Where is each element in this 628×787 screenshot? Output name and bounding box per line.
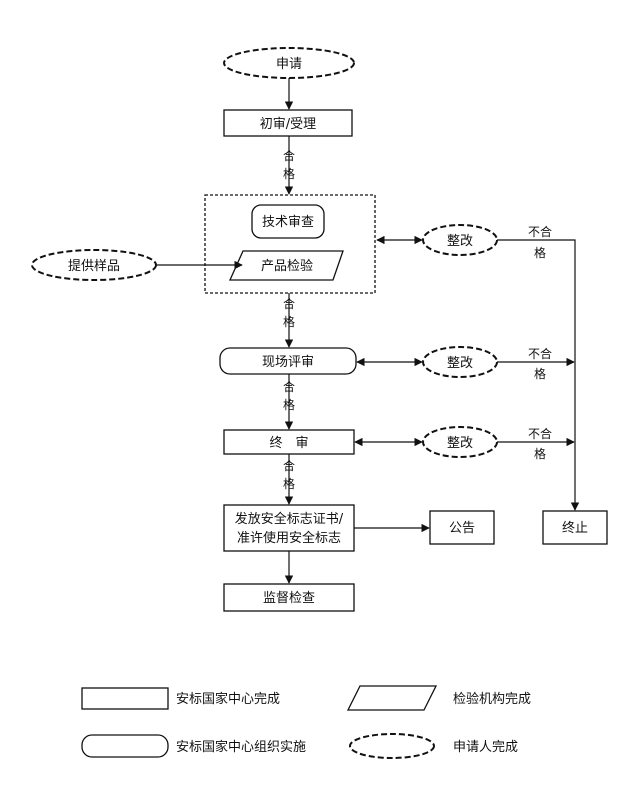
provide-sample-label: 提供样品 xyxy=(68,258,120,274)
tech-review-node xyxy=(251,204,325,239)
product-test-node xyxy=(228,250,344,281)
apply-label: 申请 xyxy=(276,57,302,72)
announce-node xyxy=(429,510,495,545)
site-review-label: 现场评审 xyxy=(262,355,314,370)
pass-label-3b: 格 xyxy=(283,397,295,412)
legend-parallelogram-label: 检验机构完成 xyxy=(453,691,531,707)
rectify-label-1: 整改 xyxy=(447,234,473,249)
supervise-label: 监督检查 xyxy=(263,591,315,606)
fail-label-1b: 格 xyxy=(534,245,546,260)
legend-rect-shape xyxy=(81,687,169,710)
product-test-label: 产品检验 xyxy=(261,258,313,274)
pass-label-2b: 格 xyxy=(283,314,295,329)
rectify-label-3: 整改 xyxy=(447,436,473,451)
initial-review-label: 初审/受理 xyxy=(260,117,316,132)
pass-label-3a: 合 xyxy=(283,379,295,394)
legend-ellipse-shape xyxy=(349,733,435,759)
legend-rounded-label: 安标国家中心组织实施 xyxy=(176,739,306,755)
pass-label-1a: 合 xyxy=(283,148,295,163)
apply-node xyxy=(223,47,355,79)
site-review-node xyxy=(219,347,357,375)
legend-rect-label: 安标国家中心完成 xyxy=(176,691,280,707)
fail-label-3b: 格 xyxy=(534,446,546,461)
initial-review-node xyxy=(223,109,353,137)
legend-ellipse-label: 申请人完成 xyxy=(453,740,518,755)
fail-label-3a: 不合 xyxy=(528,426,552,441)
pass-label-4b: 格 xyxy=(283,476,295,491)
terminate-label: 终止 xyxy=(562,520,588,536)
supervise-node xyxy=(223,583,355,612)
legend-parallelogram-shape xyxy=(346,685,438,711)
fail-label-2a: 不合 xyxy=(528,346,552,361)
issue-cert-label-1: 发放安全标志证书/ xyxy=(235,511,344,527)
pass-label-2a: 合 xyxy=(283,296,295,311)
legend-rounded-shape xyxy=(81,734,169,758)
final-review-label: 终 审 xyxy=(269,435,308,451)
connectors xyxy=(156,78,580,584)
tech-review-group xyxy=(204,194,376,294)
fail-label-1a: 不合 xyxy=(528,224,552,239)
rectify-label-2: 整改 xyxy=(447,356,473,371)
issue-cert-label-2: 准许使用安全标志 xyxy=(237,530,341,546)
pass-label-1b: 格 xyxy=(283,166,295,181)
fail-label-2b: 格 xyxy=(534,366,546,381)
tech-review-label: 技术审查 xyxy=(262,215,314,230)
announce-label: 公告 xyxy=(449,521,475,536)
terminate-node xyxy=(542,510,608,545)
pass-label-4a: 合 xyxy=(283,458,295,473)
